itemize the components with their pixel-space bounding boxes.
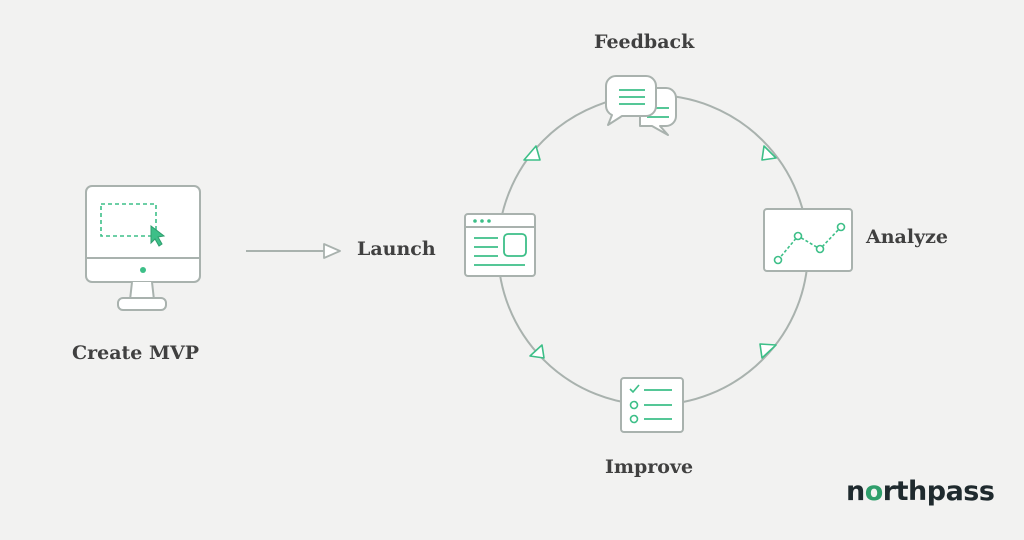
step-label-improve: Improve [605, 456, 694, 478]
line-chart-icon [763, 208, 853, 272]
northpass-logo: northpass [846, 476, 995, 507]
checklist-icon [620, 377, 684, 433]
cycle-arrow-icon [523, 145, 777, 359]
cursor-icon [150, 224, 166, 247]
step-label-analyze: Analyze [866, 226, 949, 248]
browser-window-icon [464, 213, 536, 277]
step-label-feedback: Feedback [594, 31, 695, 53]
monitor-icon [85, 185, 201, 311]
step-label-launch: Launch [357, 238, 436, 260]
arrow-right-icon [246, 243, 341, 259]
step-label-create-mvp: Create MVP [72, 342, 200, 364]
chat-bubbles-icon [605, 75, 677, 136]
